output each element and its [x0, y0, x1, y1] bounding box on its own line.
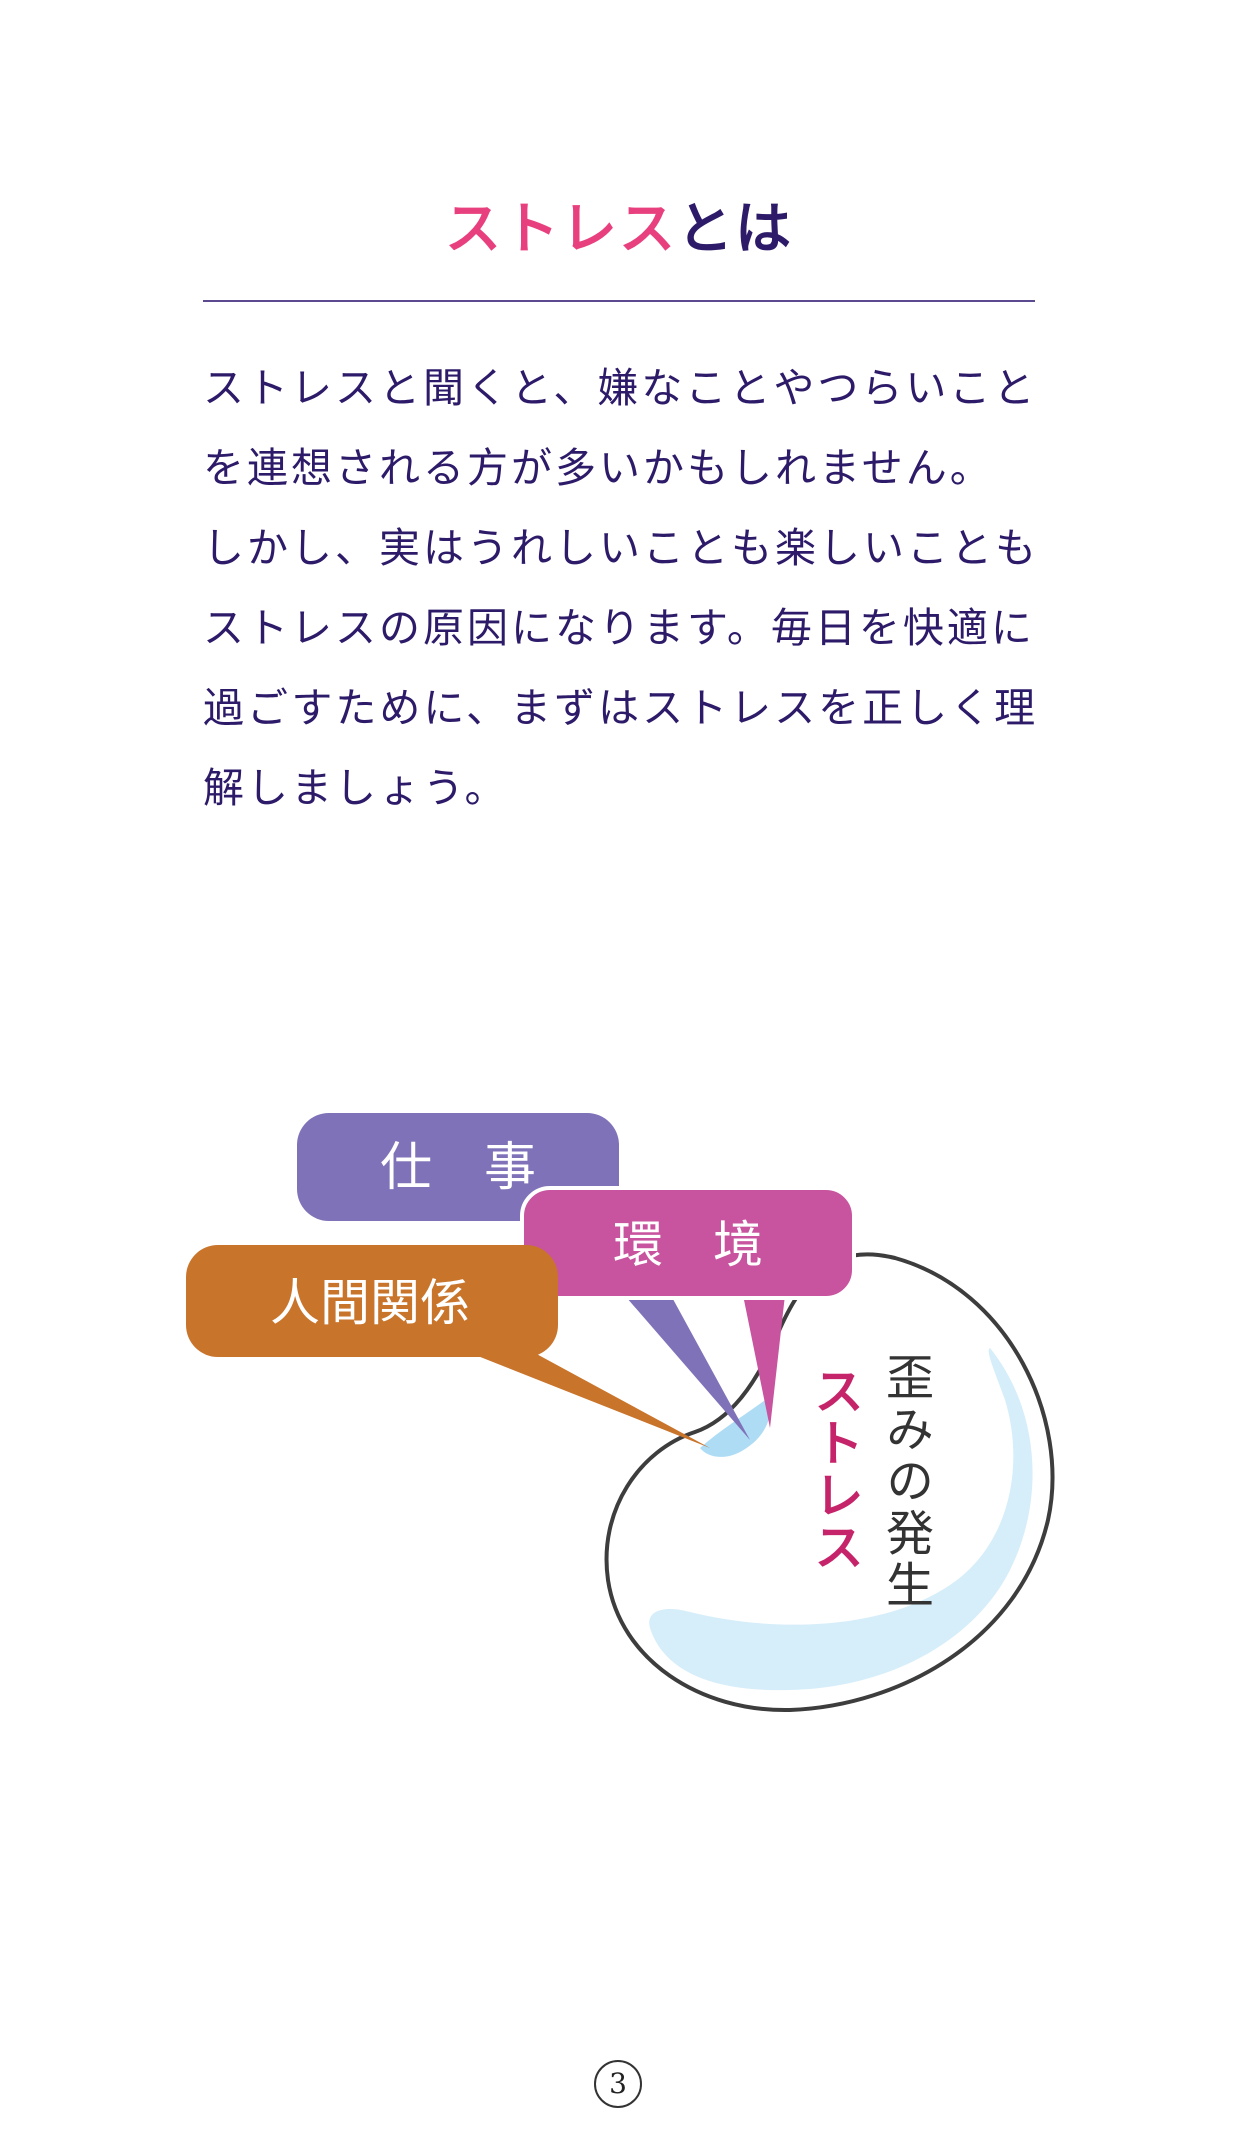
intro-paragraph: ストレスと聞くと、嫌なことやつらいこと を連想される方が多いかもしれません。 し… — [203, 348, 1043, 828]
page-title: ストレスとは — [0, 195, 1238, 265]
bubble-relationships-box — [186, 1245, 558, 1357]
bubble-environment-tail — [743, 1295, 785, 1428]
stress-label: ストレス — [806, 1365, 864, 1573]
paragraph-line: しかし、実はうれしいことも楽しいことも — [203, 524, 1039, 572]
strain-label: 歪みの発生 — [877, 1352, 933, 1612]
bubble-relationships-tail — [450, 1345, 710, 1448]
paragraph-line: ストレスの原因になります。毎日を快適に — [203, 604, 1035, 652]
paragraph-line: 過ごすために、まずはストレスを正しく理 — [203, 684, 1039, 732]
title-accent: ストレス — [445, 197, 677, 262]
bubble-work-label: 仕 事 — [380, 1138, 536, 1198]
bubble-relationships: 人間関係 — [186, 1245, 710, 1448]
ball-highlight — [649, 1348, 1033, 1691]
dent-highlight — [700, 1398, 770, 1457]
page-number: 3 — [594, 2060, 642, 2108]
bubble-environment: 環 境 — [520, 1186, 856, 1428]
title-rest: とは — [677, 197, 793, 262]
paragraph-line: を連想される方が多いかもしれません。 — [203, 444, 994, 492]
title-divider — [203, 300, 1035, 302]
bubble-environment-label: 環 境 — [613, 1216, 763, 1274]
paragraph-line: ストレスと聞くと、嫌なことやつらいこと — [203, 364, 1038, 412]
bubble-work-tail — [620, 1290, 750, 1440]
paragraph-line: 解しましょう。 — [203, 764, 509, 812]
bubble-relationships-label: 人間関係 — [270, 1274, 470, 1332]
bubble-environment-box — [520, 1186, 856, 1300]
stressed-ball — [604, 1252, 1055, 1713]
stress-diagram: 仕 事 環 境 人間関係 ストレス 歪みの発生 — [186, 1113, 1055, 1713]
